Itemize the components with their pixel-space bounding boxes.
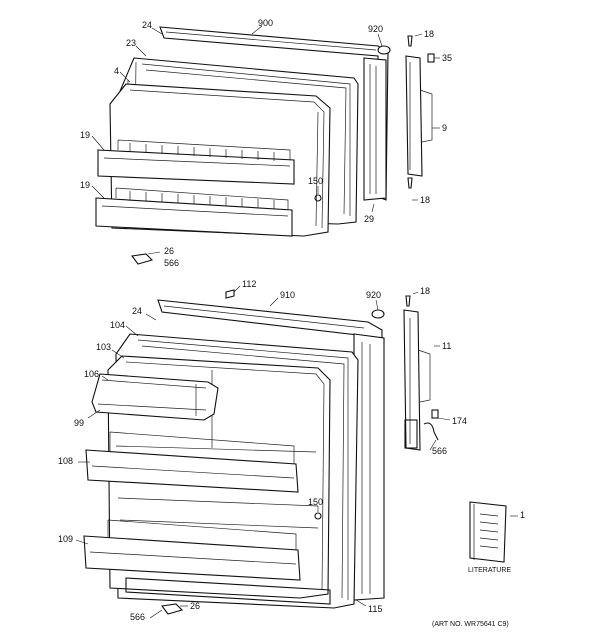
callout-19-lower: 19 xyxy=(80,180,90,190)
freezer-door-assembly xyxy=(95,26,435,265)
callout-11: 11 xyxy=(442,341,451,351)
callout-566-freezer: 566 xyxy=(164,258,179,268)
fresh-food-hinge-pin xyxy=(161,603,184,615)
callout-910: 910 xyxy=(280,290,295,300)
freezer-handle-screw-top xyxy=(407,35,413,47)
callout-29: 29 xyxy=(364,214,374,224)
callout-920-freezer: 920 xyxy=(368,24,383,34)
freezer-door-outer-panel xyxy=(363,57,387,201)
callout-150-fresh-food: 150 xyxy=(308,497,323,507)
freezer-shelf-lower xyxy=(95,197,293,237)
fresh-food-screw xyxy=(314,512,322,520)
freezer-leader-lines xyxy=(91,25,440,255)
dairy-compartment-door xyxy=(91,373,219,421)
fresh-food-door-assembly xyxy=(83,289,439,615)
freezer-hinge-cap xyxy=(377,45,391,55)
callout-1: 1 xyxy=(520,510,525,520)
fresh-food-top-screw xyxy=(225,289,235,299)
freezer-hinge-pin xyxy=(131,253,154,265)
freezer-screw xyxy=(314,194,322,202)
callout-566-fresh-food-hinge: 566 xyxy=(130,612,145,622)
freezer-plug xyxy=(427,53,435,63)
callout-18-freezer-top: 18 xyxy=(424,29,434,39)
fresh-food-leader-lines xyxy=(75,285,518,619)
door-shelf-middle xyxy=(85,449,299,493)
callout-18-freezer-bottom: 18 xyxy=(420,195,430,205)
freezer-shelf-upper xyxy=(97,149,295,185)
literature-caption: LITERATURE xyxy=(468,567,511,574)
callout-115: 115 xyxy=(368,604,382,614)
callout-900: 900 xyxy=(258,18,273,28)
fresh-food-door-handle xyxy=(403,309,421,451)
callout-24-freezer: 24 xyxy=(142,20,152,30)
callout-4: 4 xyxy=(114,66,119,76)
callout-26-freezer: 26 xyxy=(164,246,174,256)
callout-174: 174 xyxy=(452,416,467,426)
freezer-door-handle xyxy=(405,55,423,177)
part-number-note: (ART NO. WR75641 C9) xyxy=(432,621,509,628)
literature-booklet xyxy=(469,501,507,563)
fresh-food-handle-spring xyxy=(423,422,439,441)
callout-106: 106 xyxy=(84,369,99,379)
callout-18-fresh-food: 18 xyxy=(420,286,430,296)
callout-150-freezer: 150 xyxy=(308,176,323,186)
fresh-food-handle-screw xyxy=(405,295,411,307)
callout-labels: 24 900 920 23 4 18 35 9 19 19 150 29 18 … xyxy=(58,18,525,628)
fresh-food-handle-trim xyxy=(404,419,418,449)
callout-109: 109 xyxy=(58,534,73,544)
callout-19-upper: 19 xyxy=(80,130,90,140)
callout-9: 9 xyxy=(442,123,447,133)
callout-920-fresh-food: 920 xyxy=(366,290,381,300)
freezer-handle-screw-bottom xyxy=(407,177,413,189)
fresh-food-door-outer-panel xyxy=(353,333,385,601)
callout-108: 108 xyxy=(58,456,73,466)
callout-99: 99 xyxy=(74,418,84,428)
callout-112: 112 xyxy=(242,279,256,289)
callout-566-fresh-food-handle: 566 xyxy=(432,446,447,456)
callout-103: 103 xyxy=(96,342,111,352)
fresh-food-hinge-cap xyxy=(371,309,385,319)
callout-104: 104 xyxy=(110,320,125,330)
callout-24-fresh-food: 24 xyxy=(132,306,142,316)
fresh-food-handle-clip xyxy=(431,409,439,419)
callout-26-fresh-food: 26 xyxy=(190,601,200,611)
callout-35: 35 xyxy=(442,53,452,63)
callout-23: 23 xyxy=(126,38,136,48)
fresh-food-door-bottom-trim xyxy=(125,577,331,605)
